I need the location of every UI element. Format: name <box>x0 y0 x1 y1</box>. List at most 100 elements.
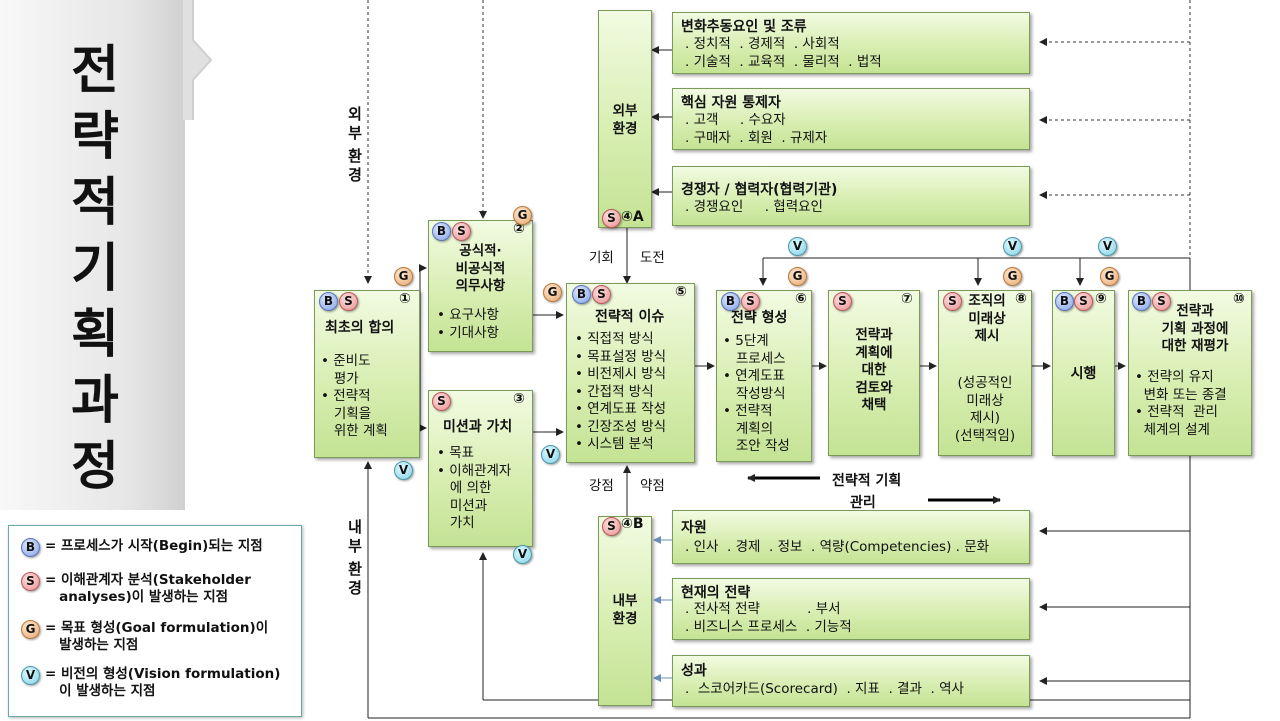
key-resource-controllers-items: . 고객 . 수요자 . 구매자 . 회원 . 규제자 <box>685 112 828 146</box>
present-strategy-items: . 전사적 전략 . 부서 . 비즈니스 프로세스 . 기능적 <box>685 601 852 635</box>
stakeholder-marker-icon: S <box>339 292 358 311</box>
stakeholder-marker-icon: S <box>432 392 451 411</box>
legend-goal-text: = 목표 형성(Goal formulation)이 발생하는 지점 <box>45 620 269 653</box>
goal-marker-icon: G <box>394 267 413 286</box>
strategic-management-label: 전략적 기획 <box>832 473 902 489</box>
competitors-collaborators-items: . 경쟁요인 . 협력요인 <box>685 199 823 215</box>
begin-marker-icon: B <box>1055 292 1074 311</box>
title-panel <box>0 0 185 510</box>
goal-marker-icon: G <box>788 267 807 286</box>
external-environment-box: 외부 환경 S ④A <box>598 10 652 228</box>
internal-environment-badge: ④B <box>621 516 644 532</box>
step2-items: • 요구사항 • 기대사항 <box>437 307 499 341</box>
driving-forces-title: 변화추동요인 및 조류 <box>681 19 807 35</box>
step5-items: • 직접적 방식 • 목표설정 방식 • 비전제시 방식 • 간접적 방식 • … <box>575 331 667 452</box>
external-environment-title: 외부 환경 <box>612 103 638 137</box>
competitors-collaborators-box: 경쟁자 / 협력자(협력기관) . 경쟁요인 . 협력요인 <box>672 166 1030 226</box>
legend: B = 프로세스가 시작(Begin)되는 지점 S = 이해관계자 분석(St… <box>8 525 302 717</box>
step8-title: 조직의 미래상 제시 <box>968 293 1006 344</box>
vision-marker-icon: V <box>21 666 40 685</box>
stakeholder-marker-icon: S <box>602 517 621 536</box>
step9-title: 시행 <box>1070 366 1097 382</box>
goal-marker-icon: G <box>513 206 532 225</box>
begin-marker-icon: B <box>21 538 40 557</box>
legend-stakeholder-text: = 이해관계자 분석(Stakeholder analyses)이 발생하는 지… <box>45 572 251 605</box>
vision-marker-icon: V <box>394 461 413 480</box>
step-number: ⑤ <box>675 284 687 300</box>
page-title: 전 략 적 기 획 과 정 <box>71 41 119 497</box>
stakeholder-marker-icon: S <box>1074 292 1093 311</box>
step1-title: 최초의 합의 <box>325 320 395 336</box>
stakeholder-marker-icon: S <box>1152 292 1171 311</box>
step2-title: 공식적· 비공식적 의무사항 <box>455 243 506 294</box>
strategic-management-label-2: 관리 <box>850 495 876 511</box>
step6-strategy-formulation-box: B S ⑥ 전략 형성 • 5단계 프로세스 • 연계도표 작성방식 • 전략적… <box>716 290 812 462</box>
resources-title: 자원 <box>681 520 707 536</box>
step9-implementation-box: B S ⑨ 시행 <box>1052 290 1115 456</box>
key-resource-controllers-box: 핵심 자원 통제자 . 고객 . 수요자 . 구매자 . 회원 . 규제자 <box>672 88 1030 150</box>
resources-items: . 인사 . 경제 . 정보 . 역량(Competencies) . 문화 <box>685 539 990 555</box>
step-number: ⑨ <box>1095 291 1107 307</box>
step3-title: 미션과 가치 <box>443 419 513 435</box>
vision-marker-icon: V <box>1003 237 1022 256</box>
begin-marker-icon: B <box>432 222 451 241</box>
goal-marker-icon: G <box>543 283 562 302</box>
step8-items: (성공적인 미래상 제시) (선택적임) <box>954 375 1016 444</box>
step5-strategic-issues-box: B S ⑤ 전략적 이슈 • 직접적 방식 • 목표설정 방식 • 비전제시 방… <box>566 283 695 463</box>
step8-vision-box: S ⑧ 조직의 미래상 제시 (성공적인 미래상 제시) (선택적임) <box>938 290 1032 456</box>
weakness-label: 약점 <box>640 478 665 494</box>
step-number: ① <box>399 291 411 307</box>
step-number: ⑧ <box>1015 291 1027 307</box>
strength-label: 강점 <box>589 478 614 494</box>
goal-marker-icon: G <box>21 620 40 639</box>
key-resource-controllers-title: 핵심 자원 통제자 <box>681 95 781 111</box>
step6-items: • 5단계 프로세스 • 연계도표 작성방식 • 전략적 계획의 조안 작성 <box>723 333 790 454</box>
vision-marker-icon: V <box>1098 237 1117 256</box>
step-number: ⑥ <box>795 291 807 307</box>
performance-items: . 스코어카드(Scorecard) . 지표 . 결과 . 역사 <box>685 681 964 697</box>
stakeholder-marker-icon: S <box>833 292 852 311</box>
step-number: ② <box>513 221 525 237</box>
begin-marker-icon: B <box>1132 292 1151 311</box>
goal-marker-icon: G <box>1100 267 1119 286</box>
step-number: ③ <box>513 391 525 407</box>
step10-items: • 전략의 유지 변화 또는 종결 • 전략적 관리 체계의 설계 <box>1135 369 1227 438</box>
internal-environment-title: 내부 환경 <box>612 593 638 627</box>
present-strategy-title: 현재의 전략 <box>681 585 751 601</box>
begin-marker-icon: B <box>721 292 740 311</box>
driving-forces-items: . 정치적 . 경제적 . 사회적 . 기술적 . 교육적 . 물리적 . 법적 <box>685 36 882 70</box>
performance-box: 성과 . 스코어카드(Scorecard) . 지표 . 결과 . 역사 <box>672 655 1030 707</box>
stakeholder-marker-icon: S <box>741 292 760 311</box>
vision-marker-icon: V <box>788 237 807 256</box>
stakeholder-marker-icon: S <box>592 285 611 304</box>
step10-reassessment-box: B S ⑩ 전략과 기획 과정에 대한 재평가 • 전략의 유지 변화 또는 종… <box>1128 290 1252 456</box>
title-tab-shape <box>183 0 213 120</box>
stakeholder-marker-icon: S <box>602 209 621 228</box>
step1-items: • 준비도 평가 • 전략적 기획을 위한 계획 <box>321 353 388 439</box>
step6-title: 전략 형성 <box>731 310 788 326</box>
step3-items: • 목표 • 이해관계자 에 의한 미션과 가치 <box>437 445 512 531</box>
external-environment-badge: ④A <box>621 209 644 225</box>
step1-initial-agreement-box: B S ① 최초의 합의 • 준비도 평가 • 전략적 기획을 위한 계획 <box>314 290 420 458</box>
begin-marker-icon: B <box>572 285 591 304</box>
begin-marker-icon: B <box>319 292 338 311</box>
challenge-label: 도전 <box>640 250 665 266</box>
step3-mission-values-box: S ③ 미션과 가치 • 목표 • 이해관계자 에 의한 미션과 가치 <box>428 390 533 547</box>
legend-vision-text: = 비전의 형성(Vision formulation) 이 발생하는 지점 <box>45 666 281 699</box>
resources-box: 자원 . 인사 . 경제 . 정보 . 역량(Competencies) . 문… <box>672 510 1030 564</box>
step10-title: 전략과 기획 과정에 대한 재평가 <box>1161 303 1229 354</box>
step7-title: 전략과 계획에 대한 검토와 채택 <box>855 327 893 413</box>
step-number: ⑦ <box>901 291 913 307</box>
internal-environment-box: S ④B 내부 환경 <box>598 516 652 706</box>
legend-begin-text: = 프로세스가 시작(Begin)되는 지점 <box>45 538 263 554</box>
opportunity-label: 기회 <box>589 250 614 266</box>
step2-mandates-box: B S ② 공식적· 비공식적 의무사항 • 요구사항 • 기대사항 <box>428 220 533 352</box>
stakeholder-marker-icon: S <box>452 222 471 241</box>
driving-forces-box: 변화추동요인 및 조류 . 정치적 . 경제적 . 사회적 . 기술적 . 교육… <box>672 12 1030 74</box>
performance-title: 성과 <box>681 663 707 679</box>
step-number: ⑩ <box>1233 291 1245 307</box>
stakeholder-marker-icon: S <box>21 572 40 591</box>
